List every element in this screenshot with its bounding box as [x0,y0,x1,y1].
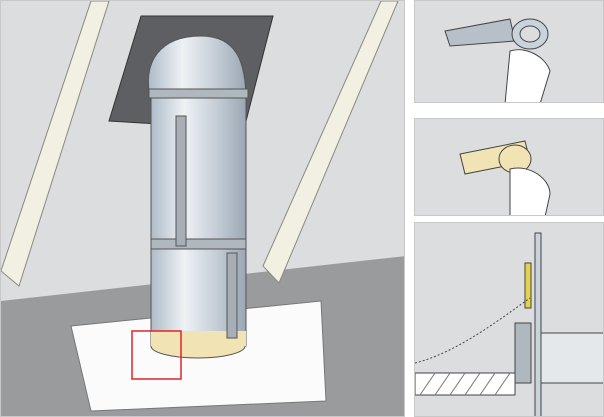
detail-highlight-box [131,330,182,380]
hand-icon [509,167,551,215]
paper-tape-hand-illustration [415,119,603,215]
roof-beam-right [262,1,399,284]
tape-section-detail [415,223,603,416]
silver-tape-hand-illustration [415,1,603,102]
roof-beam-left [1,1,110,287]
step-tape-paper [414,118,604,216]
sun-tunnel-installation-drawing [1,1,404,416]
hand-icon [504,49,551,102]
main-installation-illustration [0,0,405,417]
step-detail-section [414,222,604,417]
tunnel-tube [147,35,249,359]
step-tape-silver [414,0,604,103]
